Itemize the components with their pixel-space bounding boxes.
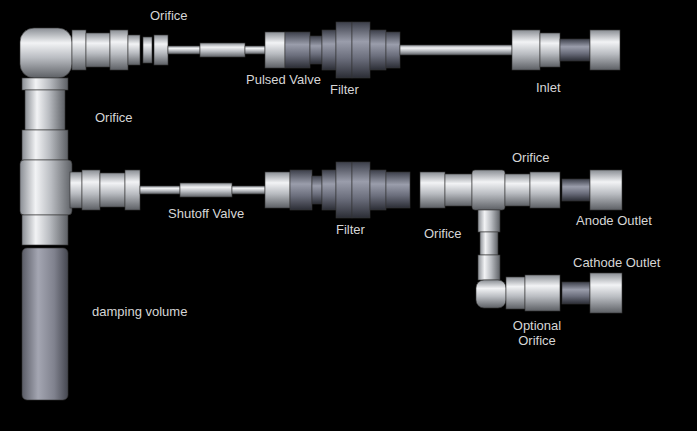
part-label: Shutoff Valve bbox=[168, 206, 244, 221]
part-label: Inlet bbox=[536, 80, 561, 95]
second-line bbox=[70, 162, 622, 313]
part-label: Filter bbox=[330, 82, 359, 97]
vertical-column bbox=[20, 78, 72, 400]
part-label: Orifice bbox=[95, 110, 133, 125]
part-label: Optional Orifice bbox=[506, 318, 568, 348]
part-label: Filter bbox=[336, 222, 365, 237]
part-label: Cathode Outlet bbox=[573, 255, 660, 270]
part-label: damping volume bbox=[92, 304, 187, 319]
part-label: Pulsed Valve bbox=[246, 72, 321, 87]
part-label: Orifice bbox=[512, 150, 550, 165]
top-line bbox=[20, 22, 620, 78]
part-label: Anode Outlet bbox=[576, 213, 652, 228]
part-label: Orifice bbox=[150, 8, 188, 23]
part-label: Orifice bbox=[424, 226, 462, 241]
